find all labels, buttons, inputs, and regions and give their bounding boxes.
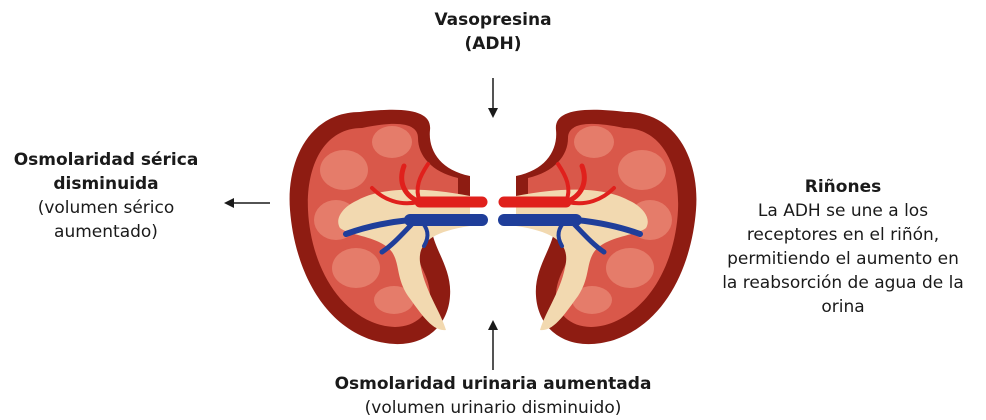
kidneys-label: Riñones La ADH se une a los receptores e… [700, 175, 986, 319]
kidneys-desc-line2: receptores en el riñón, [700, 223, 986, 247]
right-kidney [504, 110, 696, 344]
urine-title: Osmolaridad urinaria aumentada [303, 372, 683, 396]
serum-osmolarity-label: Osmolaridad sérica disminuida (volumen s… [0, 148, 212, 244]
kidneys-desc-line5: orina [700, 295, 986, 319]
urine-subtitle: (volumen urinario disminuido) [303, 396, 683, 420]
serum-title-line1: Osmolaridad sérica [0, 148, 212, 172]
kidneys-title: Riñones [700, 175, 986, 199]
serum-sub-line1: (volumen sérico [0, 196, 212, 220]
kidneys-desc-line1: La ADH se une a los [700, 199, 986, 223]
vasopressin-title: Vasopresina [393, 8, 593, 32]
urine-osmolarity-label: Osmolaridad urinaria aumentada (volumen … [303, 372, 683, 420]
serum-title-line2: disminuida [0, 172, 212, 196]
vasopressin-label: Vasopresina (ADH) [393, 8, 593, 56]
serum-sub-line2: aumentado) [0, 220, 212, 244]
kidneys-desc-line3: permitiendo el aumento en [700, 247, 986, 271]
vasopressin-subtitle: (ADH) [393, 32, 593, 56]
left-kidney [290, 110, 482, 344]
kidneys-desc-line4: la reabsorción de agua de la [700, 271, 986, 295]
